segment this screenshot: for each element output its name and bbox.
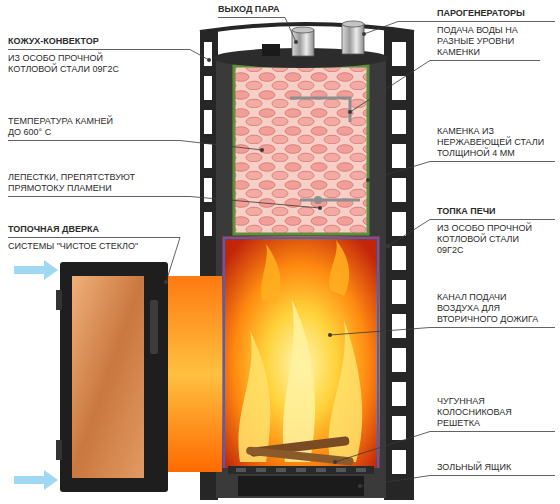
callout-note: СИСТЕМЫ "ЧИСТОЕ СТЕКЛО" bbox=[8, 241, 168, 252]
leader-line bbox=[218, 18, 296, 43]
leader-line bbox=[368, 162, 555, 181]
leader-dot bbox=[260, 148, 264, 152]
callout-heading: КОЖУХ-КОНВЕКТОР bbox=[8, 36, 188, 47]
leader-dot bbox=[362, 32, 366, 36]
callout-note: ИЗ ОСОБО ПРОЧНОЙ КОТЛОВОЙ СТАЛИ 09Г2С bbox=[8, 53, 133, 75]
leader-line bbox=[8, 197, 320, 209]
leader-dot bbox=[207, 58, 211, 62]
callout-heading: ВЫХОД ПАРА bbox=[218, 4, 308, 15]
callout-heading: ТОПОЧНАЯ ДВЕРКА bbox=[8, 224, 188, 235]
leader-line bbox=[335, 432, 555, 463]
leader-dot bbox=[348, 110, 352, 114]
leader-dot bbox=[318, 206, 322, 210]
leader-dot bbox=[358, 484, 362, 488]
callout-heading: ТОПКА ПЕЧИ bbox=[437, 206, 555, 217]
leader-dot bbox=[164, 280, 168, 284]
callout-note: ТЕМПЕРАТУРА КАМНЕЙ ДО 600° С bbox=[8, 116, 128, 138]
callout-note: КАМЕНКА ИЗ НЕРЖАВЕЮЩЕЙ СТАЛИ ТОЛЩИНОЙ 4 … bbox=[437, 126, 555, 159]
leader-dot bbox=[333, 460, 337, 464]
callout-note: КАНАЛ ПОДАЧИ ВОЗДУХА ДЛЯ ВТОРИЧНОГО ДОЖИ… bbox=[437, 292, 551, 325]
leader-line bbox=[350, 61, 540, 113]
leader-dot bbox=[366, 178, 370, 182]
callout-note: ПОДАЧА ВОДЫ НА РАЗНЫЕ УРОВНИ КАМЕНКИ bbox=[437, 25, 537, 58]
callout-heading: ПАРОГЕНЕРАТОРЫ bbox=[437, 8, 555, 19]
callout-note: ЧУГУННАЯ КОЛОСНИКОВАЯ РЕШЕТКА bbox=[437, 396, 527, 429]
leader-line bbox=[360, 476, 555, 487]
leader-line bbox=[330, 328, 555, 336]
callout-note: ЗОЛЬНЫЙ ЯЩИК bbox=[437, 462, 555, 473]
callout-note: ЛЕПЕСТКИ, ПРЕПЯТСТВУЮТ ПРЯМОТОКУ ПЛАМЕНИ bbox=[8, 172, 153, 194]
leader-dot bbox=[294, 40, 298, 44]
leader-dot bbox=[328, 333, 332, 337]
leader-line bbox=[8, 238, 180, 283]
callout-note: ИЗ ОСОБО ПРОЧНОЙ КОТЛОВОЙ СТАЛИ 09Г2С bbox=[437, 223, 542, 256]
leader-line bbox=[8, 141, 262, 151]
leader-dot bbox=[386, 244, 390, 248]
